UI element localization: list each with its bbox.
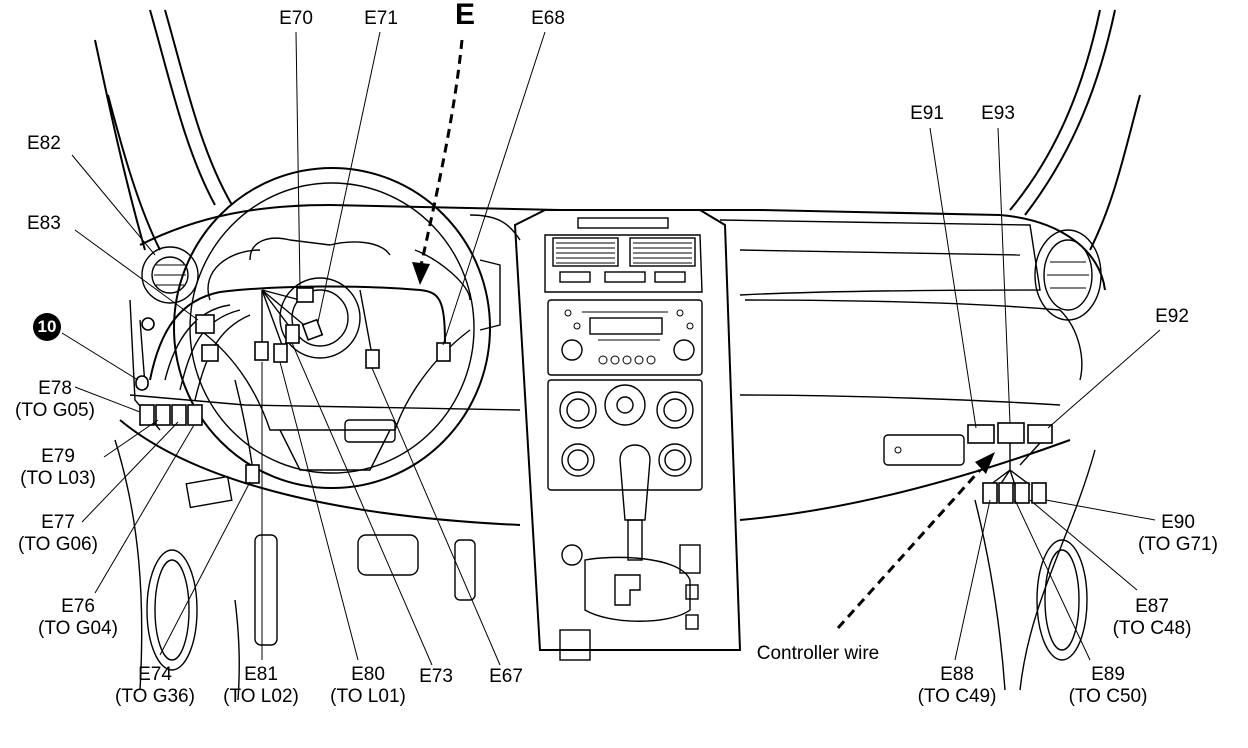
label-e87: E87 (TO C48) <box>1113 596 1192 640</box>
label-e77-to: (TO G06) <box>18 534 98 555</box>
label-controller-wire: Controller wire <box>756 643 880 664</box>
label-e90-to: (TO G71) <box>1138 534 1218 555</box>
label-e78-id: E78 <box>38 378 72 399</box>
label-e82: E82 <box>27 133 61 154</box>
label-section-e: E <box>454 0 476 31</box>
label-e81: E81 (TO L02) <box>223 664 299 708</box>
label-e87-to: (TO C48) <box>1112 618 1192 639</box>
label-e77: E77 (TO G06) <box>18 512 98 556</box>
label-e76-to: (TO G04) <box>38 618 118 639</box>
label-e68: E68 <box>531 8 565 29</box>
label-e81-to: (TO L02) <box>223 686 299 707</box>
label-e91: E91 <box>910 103 944 124</box>
label-e79-id: E79 <box>41 446 75 467</box>
label-e73: E73 <box>419 666 453 687</box>
label-e92: E92 <box>1155 306 1189 327</box>
label-e89-to: (TO C50) <box>1068 686 1148 707</box>
label-e89: E89 (TO C50) <box>1069 664 1148 708</box>
label-e70: E70 <box>279 8 313 29</box>
label-e83: E83 <box>27 213 61 234</box>
left-air-vent <box>141 246 199 304</box>
label-e93: E93 <box>981 103 1015 124</box>
label-e80-to: (TO L01) <box>330 686 406 707</box>
label-e80-id: E80 <box>351 664 385 685</box>
label-e71: E71 <box>364 8 398 29</box>
windshield-pillars <box>94 9 1141 251</box>
label-e89-id: E89 <box>1091 664 1125 685</box>
label-e77-id: E77 <box>41 512 75 533</box>
label-e76-id: E76 <box>61 596 95 617</box>
label-e90-id: E90 <box>1161 512 1195 533</box>
label-e74: E74 (TO G36) <box>115 664 195 708</box>
leader-lines <box>61 31 1161 666</box>
label-e87-id: E87 <box>1135 596 1169 617</box>
label-e79-to: (TO L03) <box>20 468 96 489</box>
label-e81-id: E81 <box>244 664 278 685</box>
dashboard-outline <box>114 203 1106 701</box>
label-e88-id: E88 <box>940 664 974 685</box>
right-air-vent <box>1034 229 1102 321</box>
label-e79: E79 (TO L03) <box>20 446 96 490</box>
label-e78: E78 (TO G05) <box>15 378 95 422</box>
label-e74-id: E74 <box>138 664 172 685</box>
callout-number-badge: 10 <box>33 313 61 341</box>
controller-wire-arrow <box>836 452 995 630</box>
center-console <box>513 209 742 661</box>
right-wiring-harness <box>967 422 1053 504</box>
label-e88: E88 (TO C49) <box>918 664 997 708</box>
label-e78-to: (TO G05) <box>15 400 95 421</box>
section-e-arrow <box>412 39 464 285</box>
label-e74-to: (TO G36) <box>115 686 195 707</box>
label-e90: E90 (TO G71) <box>1138 512 1218 556</box>
label-e80: E80 (TO L01) <box>330 664 406 708</box>
left-wiring-harness <box>135 285 451 484</box>
label-e67: E67 <box>489 666 523 687</box>
label-e88-to: (TO C49) <box>917 686 997 707</box>
label-e76: E76 (TO G04) <box>38 596 118 640</box>
